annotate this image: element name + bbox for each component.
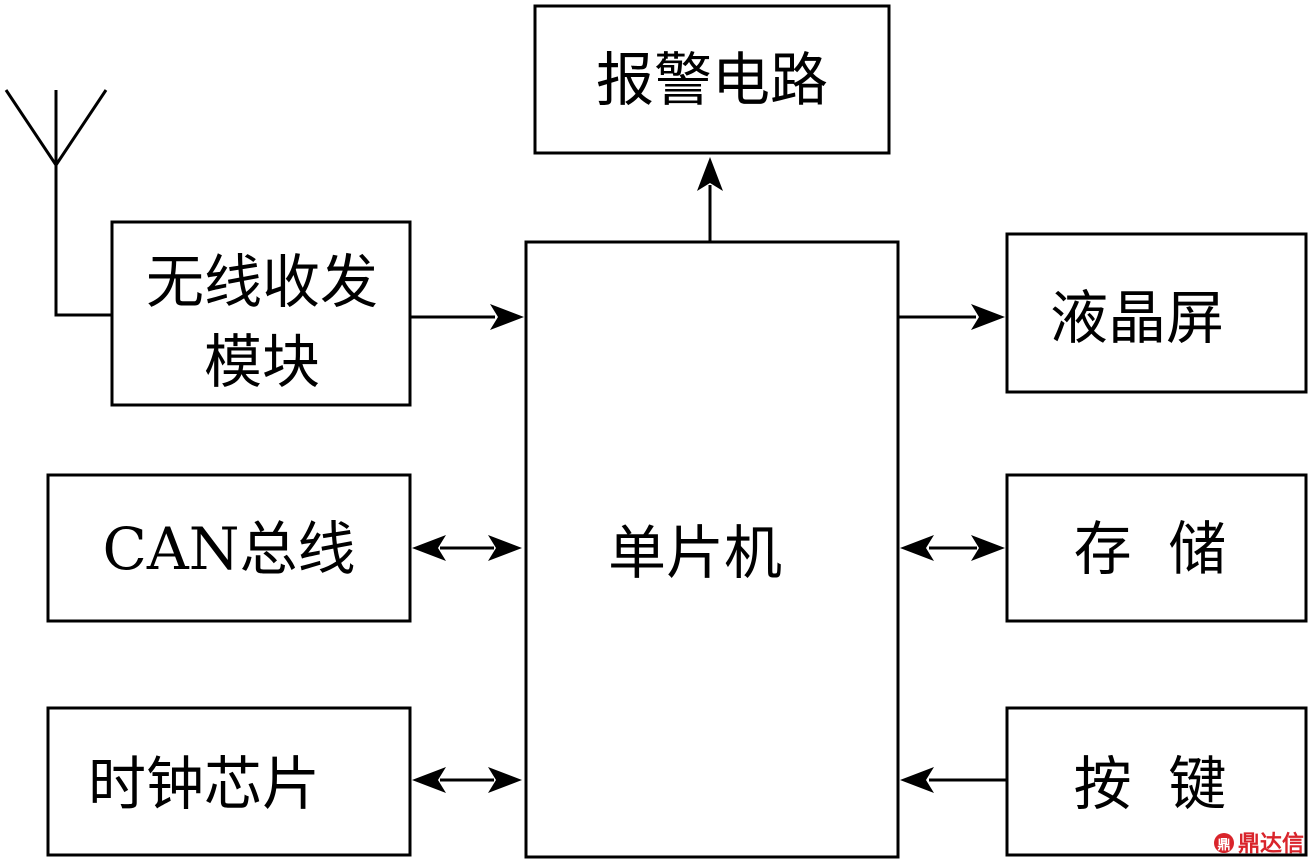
mcu-node: 单片机 [524, 240, 900, 859]
storage-label: 存 储 [1074, 515, 1227, 583]
edge-keys-to-mcu [900, 767, 1007, 793]
watermark: 鼎 鼎达信 [1214, 831, 1304, 857]
antenna-icon [4, 89, 118, 317]
lcd-label: 液晶屏 [1050, 284, 1224, 352]
edge-can-mcu-bidirectional [412, 535, 522, 561]
edge-mcu-to-alarm [697, 157, 723, 242]
wireless-module-node: 无线收发 模块 [110, 220, 412, 407]
can-bus-label: CAN总线 [102, 515, 355, 583]
edge-mcu-to-lcd [898, 304, 1005, 330]
keys-label: 按 键 [1074, 750, 1227, 818]
alarm-circuit-label: 报警电路 [596, 46, 828, 114]
edge-clock-mcu-bidirectional [412, 767, 522, 793]
wireless-module-label-line1: 无线收发 [146, 248, 378, 316]
storage-node: 存 储 [1005, 473, 1308, 623]
wireless-module-label-line2: 模块 [204, 328, 320, 396]
clock-chip-label: 时钟芯片 [88, 750, 320, 818]
keys-node: 按 键 [1005, 706, 1308, 857]
clock-chip-node: 时钟芯片 [46, 706, 412, 857]
watermark-text: 鼎达信 [1238, 831, 1304, 857]
mcu-label: 单片机 [608, 519, 782, 587]
edge-wireless-to-mcu [410, 304, 524, 330]
edge-mcu-storage-bidirectional [900, 535, 1005, 561]
lcd-node: 液晶屏 [1005, 232, 1308, 394]
alarm-circuit-node: 报警电路 [533, 4, 891, 155]
can-bus-node: CAN总线 [46, 473, 412, 623]
logo-icon: 鼎 [1214, 833, 1234, 853]
svg-text:鼎: 鼎 [1217, 838, 1230, 853]
